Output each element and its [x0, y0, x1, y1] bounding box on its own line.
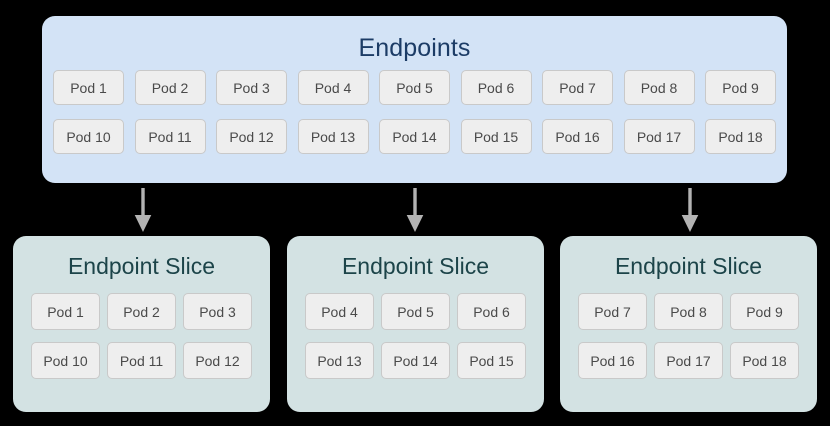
- pod-chip[interactable]: Pod 6: [460, 70, 532, 105]
- pod-chip[interactable]: Pod 3: [183, 293, 252, 330]
- endpoint-slice-pod-row: Pod 7 Pod 8 Pod 9: [578, 293, 799, 330]
- endpoint-slice-title: Endpoint Slice: [614, 253, 763, 279]
- endpoint-slice-pod-row: Pod 10 Pod 11 Pod 12: [31, 342, 252, 379]
- pod-chip[interactable]: Pod 15: [457, 342, 526, 379]
- pod-chip[interactable]: Pod 1: [53, 70, 124, 105]
- pod-chip[interactable]: Pod 17: [654, 342, 723, 379]
- pod-chip[interactable]: Pod 16: [542, 119, 613, 154]
- pod-chip[interactable]: Pod 11: [134, 119, 206, 154]
- pod-chip[interactable]: Pod 18: [730, 342, 799, 379]
- pod-chip[interactable]: Pod 4: [297, 70, 369, 105]
- pod-chip[interactable]: Pod 8: [654, 293, 723, 330]
- pod-chip[interactable]: Pod 18: [705, 119, 776, 154]
- pod-chip[interactable]: Pod 13: [305, 342, 374, 379]
- endpoint-slice-title: Endpoint Slice: [341, 253, 490, 279]
- pod-chip[interactable]: Pod 7: [542, 70, 613, 105]
- pod-chip[interactable]: Pod 10: [53, 119, 124, 154]
- endpoint-slice-pod-row: Pod 16 Pod 17 Pod 18: [578, 342, 799, 379]
- endpoint-slice-container-1: Endpoint Slice Pod 1 Pod 2 Pod 3 Pod 10 …: [13, 236, 270, 412]
- pod-chip[interactable]: Pod 12: [216, 119, 287, 154]
- pod-chip[interactable]: Pod 5: [379, 70, 450, 105]
- endpoint-slice-pod-grid: Pod 1 Pod 2 Pod 3 Pod 10 Pod 11 Pod 12: [31, 293, 252, 379]
- pod-chip[interactable]: Pod 9: [730, 293, 799, 330]
- pod-chip[interactable]: Pod 14: [381, 342, 450, 379]
- pod-chip[interactable]: Pod 5: [381, 293, 450, 330]
- endpoints-pod-row: Pod 10 Pod 11 Pod 12 Pod 13 Pod 14 Pod 1…: [53, 119, 776, 154]
- pod-chip[interactable]: Pod 12: [183, 342, 252, 379]
- endpoint-slice-pod-row: Pod 1 Pod 2 Pod 3: [31, 293, 252, 330]
- endpoint-slice-pod-row: Pod 4 Pod 5 Pod 6: [305, 293, 526, 330]
- endpoint-slice-container-2: Endpoint Slice Pod 4 Pod 5 Pod 6 Pod 13 …: [287, 236, 544, 412]
- endpoints-pod-row: Pod 1 Pod 2 Pod 3 Pod 4 Pod 5 Pod 6 Pod …: [53, 70, 776, 105]
- endpoint-slice-pod-row: Pod 13 Pod 14 Pod 15: [305, 342, 526, 379]
- pod-chip[interactable]: Pod 4: [305, 293, 374, 330]
- pod-chip[interactable]: Pod 1: [31, 293, 100, 330]
- pod-chip[interactable]: Pod 13: [297, 119, 369, 154]
- pod-chip[interactable]: Pod 8: [623, 70, 695, 105]
- arrow-down-icon: [677, 188, 703, 234]
- pod-chip[interactable]: Pod 9: [705, 70, 776, 105]
- endpoint-slice-pod-grid: Pod 4 Pod 5 Pod 6 Pod 13 Pod 14 Pod 15: [305, 293, 526, 379]
- pod-chip[interactable]: Pod 6: [457, 293, 526, 330]
- pod-chip[interactable]: Pod 17: [623, 119, 695, 154]
- endpoint-slice-title: Endpoint Slice: [67, 253, 216, 279]
- arrow-down-icon: [402, 188, 428, 234]
- pod-chip[interactable]: Pod 16: [578, 342, 647, 379]
- pod-chip[interactable]: Pod 3: [216, 70, 287, 105]
- pod-chip[interactable]: Pod 2: [134, 70, 206, 105]
- pod-chip[interactable]: Pod 11: [107, 342, 176, 379]
- endpoints-container: Endpoints Pod 1 Pod 2 Pod 3 Pod 4 Pod 5 …: [42, 16, 787, 183]
- endpoint-slice-pod-grid: Pod 7 Pod 8 Pod 9 Pod 16 Pod 17 Pod 18: [578, 293, 799, 379]
- endpoint-slice-container-3: Endpoint Slice Pod 7 Pod 8 Pod 9 Pod 16 …: [560, 236, 817, 412]
- endpoints-title: Endpoints: [358, 34, 471, 62]
- pod-chip[interactable]: Pod 15: [460, 119, 532, 154]
- pod-chip[interactable]: Pod 14: [379, 119, 450, 154]
- pod-chip[interactable]: Pod 7: [578, 293, 647, 330]
- arrow-down-icon: [130, 188, 156, 234]
- pod-chip[interactable]: Pod 2: [107, 293, 176, 330]
- pod-chip[interactable]: Pod 10: [31, 342, 100, 379]
- endpoints-pod-grid: Pod 1 Pod 2 Pod 3 Pod 4 Pod 5 Pod 6 Pod …: [53, 70, 776, 154]
